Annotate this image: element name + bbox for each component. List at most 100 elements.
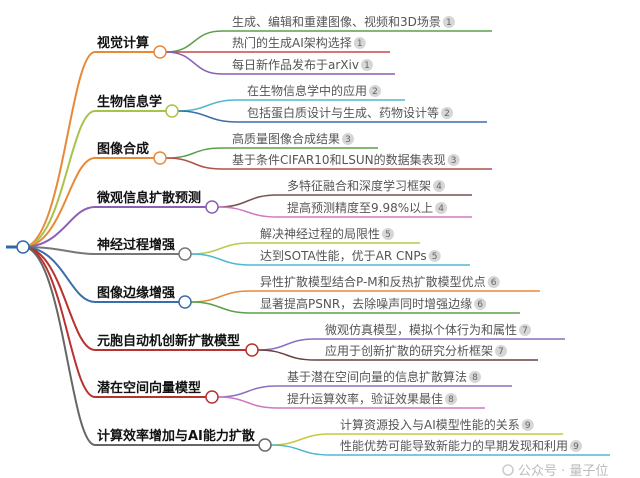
- branch-node: [258, 438, 272, 452]
- badge: [441, 107, 454, 119]
- branch-connector: [22, 157, 154, 248]
- child-connector: [217, 206, 472, 218]
- child-connector: [270, 444, 610, 456]
- badge: [474, 298, 487, 310]
- branch-label: 微观信息扩散预测: [96, 190, 201, 206]
- badge-number: 9: [573, 442, 579, 452]
- badge: [487, 276, 500, 288]
- branch-connector: [22, 206, 206, 248]
- child-label: 高质量图像合成结果: [232, 131, 340, 146]
- child-label: 异性扩散模型结合P-M和反热扩散模型优点: [260, 274, 486, 289]
- child-connector: [257, 349, 538, 361]
- badge: [521, 419, 534, 431]
- child-label: 在生物信息学中的应用: [247, 83, 367, 98]
- branch-label: 生物信息学: [97, 94, 162, 110]
- badge: [369, 85, 382, 97]
- child-label: 基于条件CIFAR10和LSUN的数据集表现: [232, 152, 446, 167]
- badge: [469, 371, 482, 383]
- badge: [360, 59, 373, 71]
- badge: [519, 324, 532, 336]
- child-connector: [270, 433, 563, 446]
- child-label: 性能优势可能导致新能力的早期发现和利用: [340, 438, 568, 453]
- branch-node: [153, 45, 167, 59]
- child-label: 应用于创新扩散的研究分析框架: [325, 343, 493, 358]
- branch-9: 计算效率增加与AI能力扩散 计算资源投入与AI模型性能的关系 9 性能优势可能导致新能…: [97, 417, 610, 456]
- branch-connector: [22, 51, 154, 248]
- child-connector: [190, 290, 540, 303]
- child-label: 基于潜在空间向量的信息扩散算法: [287, 369, 467, 384]
- child-connector: [190, 253, 470, 266]
- badge: [570, 440, 583, 452]
- branch-lines: [22, 51, 259, 446]
- branch-label: 计算效率增加与AI能力扩散: [97, 428, 256, 444]
- child-connector: [217, 385, 512, 398]
- branch-label: 图像边缘增强: [97, 285, 175, 301]
- branch-node: [178, 295, 192, 309]
- child-label: 解决神经过程的局限性: [260, 226, 380, 241]
- branch-connector: [22, 110, 166, 248]
- branch-node: [178, 247, 192, 261]
- branch-label: 元胞自动机创新扩散模型: [97, 333, 240, 349]
- child-connector: [217, 194, 472, 208]
- watermark: 公众号 · 量子位: [518, 464, 608, 478]
- branch-connector: [22, 246, 179, 303]
- child-connector: [190, 242, 420, 255]
- badge-number: 4: [436, 182, 442, 192]
- badge-number: 6: [477, 300, 483, 310]
- branch-node: [165, 104, 179, 118]
- branch-node: [205, 200, 219, 214]
- child-connector: [177, 110, 487, 123]
- badge-number: 8: [448, 395, 454, 405]
- badge: [353, 37, 366, 49]
- branch-6: 图像边缘增强 异性扩散模型结合P-M和反热扩散模型优点 6 显著提高PSNR，去除噪声…: [97, 274, 540, 314]
- child-label: 每日新作品发布于arXiv: [232, 57, 359, 72]
- child-connector: [190, 301, 520, 314]
- branch-label: 潜在空间向量模型: [97, 380, 201, 396]
- child-connector: [217, 396, 485, 409]
- badge-number: 2: [372, 87, 378, 97]
- child-label: 提升运算效率，验证效果最佳: [287, 391, 443, 406]
- branch-connector: [22, 246, 259, 446]
- child-label: 达到SOTA性能，优于AR CNPs: [260, 249, 427, 263]
- child-label: 提高预测精度至9.98%以上: [287, 200, 433, 215]
- badge-number: 1: [446, 18, 452, 28]
- badge: [447, 154, 460, 166]
- branch-connector: [22, 246, 179, 255]
- badge-number: 3: [451, 156, 457, 166]
- badge: [382, 228, 395, 240]
- branch-8: 潜在空间向量模型 基于潜在空间向量的信息扩散算法 8 提升运算效率，验证效果最佳 8: [97, 369, 512, 409]
- root-node: [16, 240, 30, 254]
- child-connector: [177, 99, 405, 112]
- child-label: 多特征融合和深度学习框架: [287, 178, 431, 193]
- branch-node: [205, 390, 219, 404]
- badge-number: 3: [345, 135, 351, 145]
- child-connector: [165, 157, 492, 170]
- badge-number: 7: [522, 326, 528, 336]
- child-connector: [165, 30, 492, 53]
- badge-number: 6: [491, 278, 497, 288]
- badge-number: 1: [357, 39, 363, 49]
- branch-3: 图像合成 高质量图像合成结果 3 基于条件CIFAR10和LSUN的数据集表现 3: [97, 131, 492, 170]
- child-label: 计算资源投入与AI模型性能的关系: [340, 417, 520, 432]
- branch-connector: [22, 246, 246, 351]
- child-label: 热门的生成AI架构选择: [232, 35, 352, 50]
- child-label: 显著提高PSNR，去除噪声同时增强边缘: [260, 296, 472, 311]
- badge-number: 8: [472, 373, 478, 383]
- badge: [442, 16, 455, 28]
- badge: [428, 250, 441, 262]
- badge-number: 1: [364, 61, 370, 71]
- badge-number: 4: [438, 204, 444, 214]
- badge-number: 5: [432, 252, 438, 262]
- badge-number: 5: [385, 230, 391, 240]
- branch-node: [153, 151, 167, 165]
- badge-number: 7: [498, 347, 504, 357]
- child-label: 包括蛋白质设计与生成、药物设计等: [247, 105, 439, 120]
- branch-label: 图像合成: [97, 141, 149, 157]
- badge: [435, 202, 448, 214]
